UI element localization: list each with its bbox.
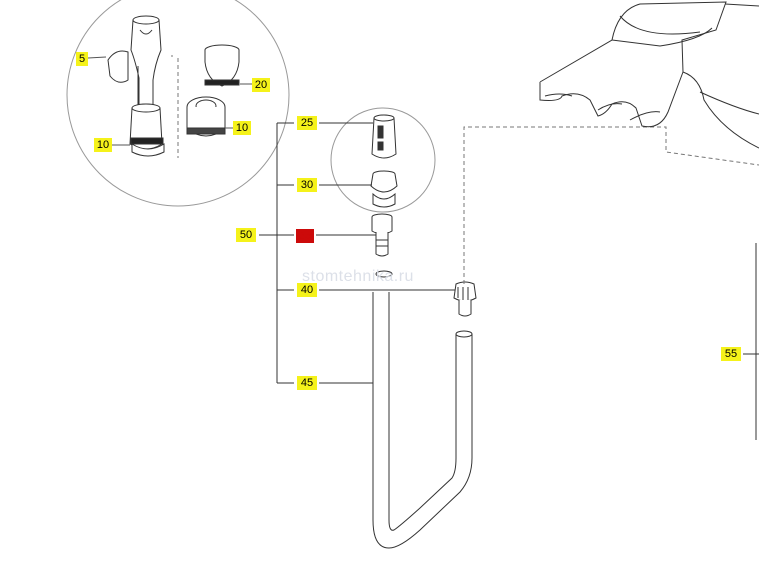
label-part-30[interactable]: 30 [297, 178, 317, 192]
watermark: stomtehnika.ru [302, 268, 414, 285]
label-part-50[interactable]: 50 [236, 228, 256, 242]
part-45-hose [372, 292, 473, 549]
detail-circle-left [66, 0, 290, 207]
bracket-55 [743, 243, 759, 440]
label-part-10-nut[interactable]: 10 [233, 121, 251, 135]
part-10-body [112, 103, 165, 157]
part-10-nut [186, 96, 233, 137]
part-30 [370, 170, 398, 208]
label-part-45[interactable]: 45 [297, 376, 317, 390]
label-part-40[interactable]: 40 [297, 283, 317, 297]
part-20-ring [204, 44, 252, 87]
part-35 [371, 213, 393, 257]
label-part-35-selected[interactable]: 35 [296, 229, 314, 243]
label-part-25[interactable]: 25 [297, 116, 317, 130]
part-40-fitting [453, 281, 477, 317]
detail-circle-middle [330, 107, 436, 213]
dashed-leader-right [463, 126, 759, 284]
hose-end-ring [375, 270, 393, 278]
holder-tray [539, 1, 759, 149]
bracket-50 [259, 122, 294, 384]
label-part-5[interactable]: 5 [76, 52, 88, 66]
part-25 [371, 114, 397, 159]
label-part-20[interactable]: 20 [252, 78, 270, 92]
label-part-10-body[interactable]: 10 [94, 138, 112, 152]
part-5-clip [87, 50, 129, 83]
dashed-leader-left [171, 55, 179, 158]
label-part-55[interactable]: 55 [721, 347, 741, 361]
